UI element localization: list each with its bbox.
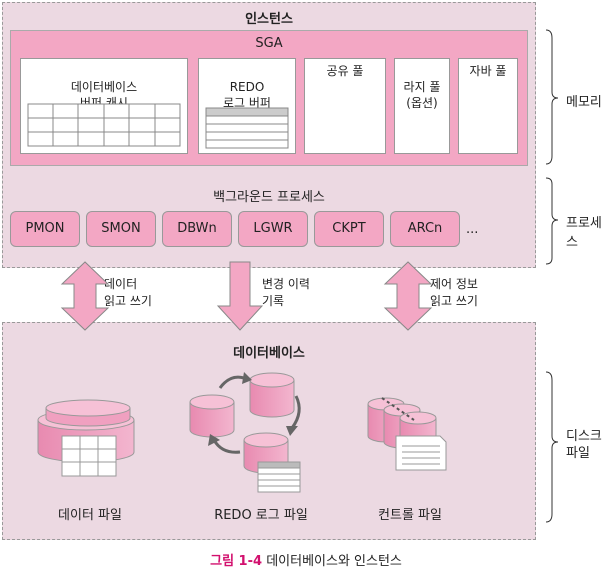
bg-process-title: 백그라운드 프로세스	[213, 190, 325, 205]
control-file-icon	[367, 397, 447, 471]
sga-title: SGA	[255, 36, 283, 51]
bracket-label-memory: 메모리	[566, 95, 602, 110]
process-smon: SMON	[86, 211, 156, 247]
bracket-label-process: 프로세스	[566, 216, 602, 250]
data-file-icon	[37, 399, 135, 477]
bracket-label-disk: 디스크 파일	[566, 429, 602, 461]
instance-title: 인스턴스	[245, 12, 293, 27]
arrow-label-control: 제어 정보 읽고 쓰기	[430, 277, 478, 308]
large-pool-label: 라지 풀 (옵션)	[403, 80, 441, 110]
redo-file-icon	[189, 372, 301, 493]
redo-buffer-lines	[205, 107, 289, 149]
process-ckpt: CKPT	[314, 211, 384, 247]
java-pool-box: 자바 풀	[458, 58, 518, 154]
process-arcn: ARCn	[390, 211, 460, 247]
process-pmon: PMON	[10, 211, 80, 247]
process-lgwr: LGWR	[238, 211, 308, 247]
bracket-disk	[545, 371, 559, 523]
shared-pool-box: 공유 풀	[304, 58, 386, 154]
arrow-label-data: 데이터 읽고 쓰기	[104, 277, 152, 308]
shared-pool-label: 공유 풀	[326, 64, 364, 78]
java-pool-label: 자바 풀	[469, 64, 507, 78]
bracket-memory	[545, 29, 559, 165]
buffer-cache-grid	[27, 103, 181, 147]
caption-number: 그림 1-4	[210, 554, 263, 569]
redo-buffer-label: REDO 로그 버퍼	[223, 80, 271, 110]
arrow-control-readwrite	[383, 261, 433, 331]
redo-file-label: REDO 로그 파일	[214, 508, 308, 523]
control-file-label: 컨트롤 파일	[378, 508, 442, 523]
figure-caption: 그림 1-4 데이터베이스와 인스턴스	[0, 550, 612, 569]
arrow-label-redo: 변경 이력 기록	[262, 277, 310, 308]
process-ellipsis: ...	[466, 222, 479, 237]
control-sync-arrow	[381, 397, 415, 421]
data-file-label: 데이터 파일	[58, 508, 122, 523]
arrow-data-readwrite	[60, 261, 110, 331]
large-pool-box: 라지 풀 (옵션)	[394, 58, 450, 154]
process-dbwn: DBWn	[162, 211, 232, 247]
caption-text: 데이터베이스와 인스턴스	[266, 554, 402, 569]
database-title: 데이터베이스	[233, 346, 305, 361]
arrow-redo-write	[216, 261, 264, 331]
bracket-process	[545, 177, 559, 265]
